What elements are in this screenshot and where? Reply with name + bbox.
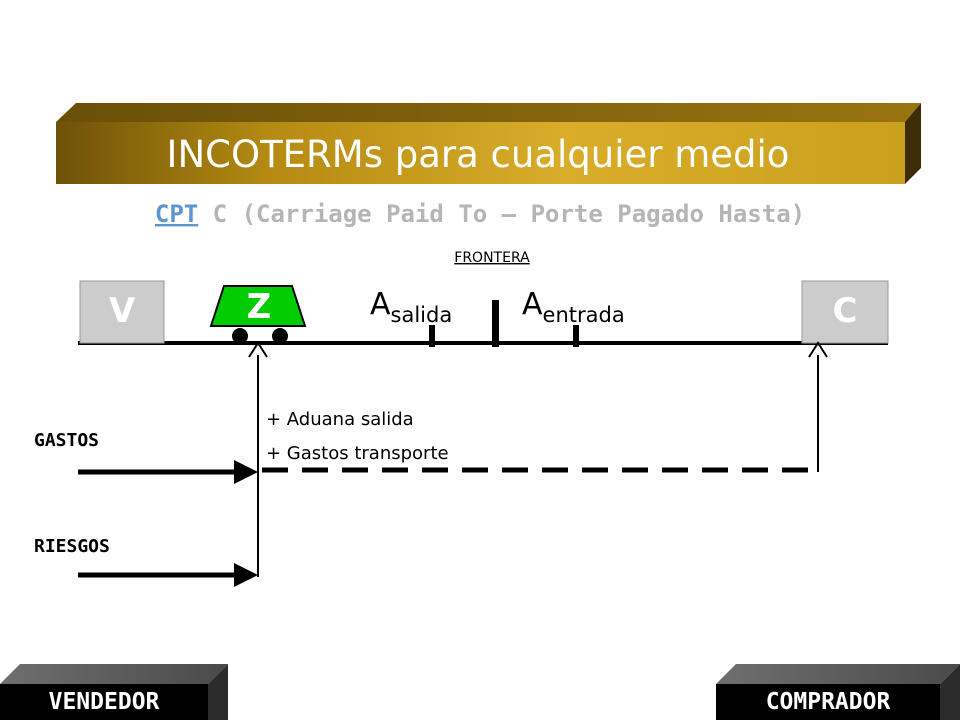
risks-arrow bbox=[78, 563, 258, 587]
seller-footer-label: VENDEDOR bbox=[49, 689, 160, 715]
subtitle-text: C (Carriage Paid To – Porte Pagado Hasta… bbox=[198, 200, 805, 228]
border-label: FRONTERA bbox=[454, 250, 530, 266]
buyer-footer: COMPRADOR bbox=[716, 664, 960, 720]
exit-customs-label: Asalida bbox=[370, 287, 452, 327]
buyer-footer-label: COMPRADOR bbox=[766, 689, 891, 715]
entry-customs-label: Aentrada bbox=[522, 287, 625, 327]
wagon-wheel bbox=[232, 328, 248, 344]
costs-arrow bbox=[78, 460, 258, 484]
subtitle: CPT C (Carriage Paid To – Porte Pagado H… bbox=[155, 200, 805, 228]
exit-customs-tick bbox=[429, 325, 435, 347]
seller-box: V bbox=[79, 280, 165, 344]
border-tick bbox=[492, 300, 499, 347]
seller-footer: VENDEDOR bbox=[0, 664, 228, 720]
note-transport-costs: + Gastos transporte bbox=[266, 443, 449, 464]
page-title: INCOTERMs para cualquier medio bbox=[167, 133, 790, 176]
buyer-box: C bbox=[801, 280, 889, 344]
title-band: INCOTERMs para cualquier medio bbox=[56, 103, 921, 184]
entry-customs-tick bbox=[573, 325, 579, 347]
zone-letter: Z bbox=[247, 287, 272, 327]
costs-label: GASTOS bbox=[34, 430, 99, 451]
risks-label: RIESGOS bbox=[34, 536, 110, 557]
zone-transfer-arrow bbox=[248, 341, 268, 577]
incoterm-code-link[interactable]: CPT bbox=[155, 200, 198, 228]
seller-box-letter: V bbox=[109, 291, 136, 331]
buyer-box-letter: C bbox=[833, 291, 858, 331]
wagon-body bbox=[209, 285, 307, 327]
zone-wagon: Z bbox=[209, 285, 307, 344]
buyer-arrow bbox=[808, 341, 828, 472]
note-exit-customs: + Aduana salida bbox=[266, 409, 414, 430]
wagon-wheel bbox=[272, 328, 288, 344]
